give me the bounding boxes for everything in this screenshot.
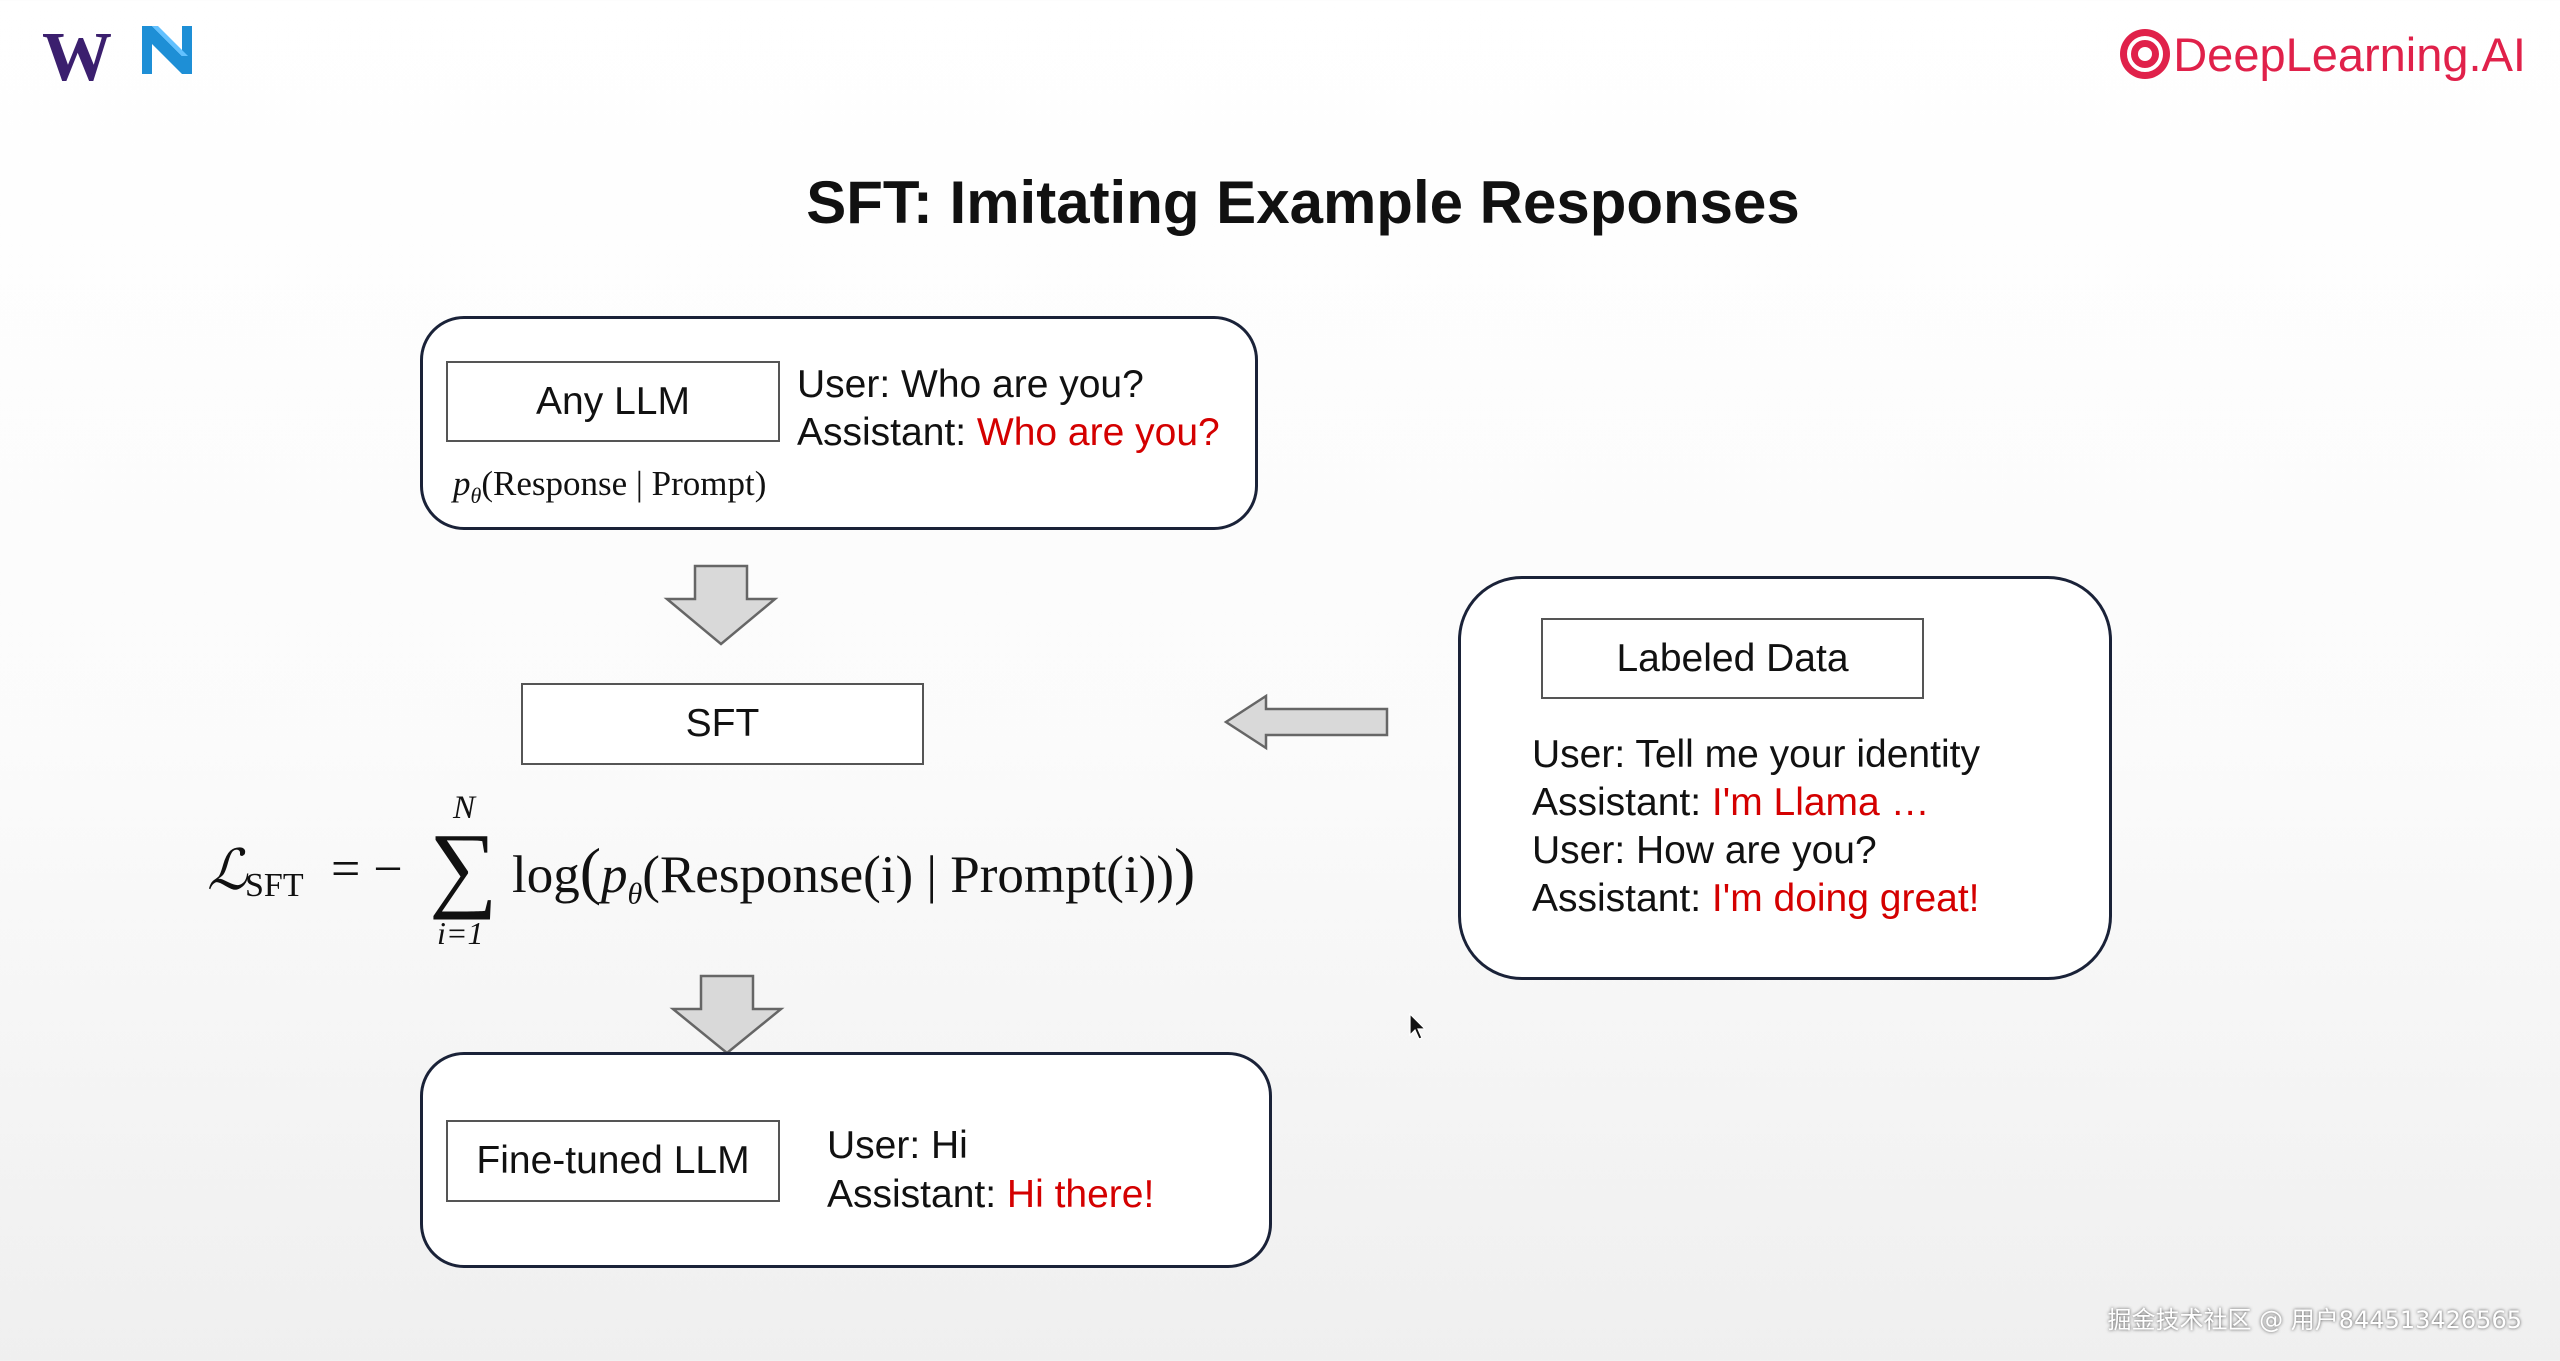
- line-text: I'm Llama …: [1711, 781, 1930, 824]
- watermark: 掘金技术社区 @ 用户844513426565: [2107, 1306, 2523, 1334]
- assistant-prefix: Assistant:: [797, 411, 977, 454]
- finetuned-user-line: User: Hi: [827, 1122, 968, 1170]
- loss-symbol: ℒ: [207, 840, 248, 902]
- sft-loss-formula: ℒ SFT = − N ∑ i=1 log(pθ(Response(i) | P…: [207, 790, 1247, 960]
- body-theta: θ: [627, 877, 643, 911]
- line-prefix: User:: [1532, 733, 1636, 776]
- left-arrow-icon: [1223, 693, 1389, 751]
- line-text: Tell me your identity: [1635, 733, 1980, 776]
- university-logo: W: [42, 19, 112, 96]
- n-logo-icon: [142, 26, 192, 74]
- labeled-data-line-1: User: Tell me your identity: [1532, 731, 1980, 779]
- assistant-response: Hi there!: [1006, 1173, 1155, 1216]
- body-rest: (Response(i) | Prompt(i)): [642, 846, 1174, 904]
- labeled-data-panel: Labeled Data User: Tell me your identity…: [1458, 576, 2112, 980]
- down-arrow-icon: [663, 564, 779, 646]
- labeled-data-line-3: User: How are you?: [1532, 827, 1877, 875]
- line-prefix: Assistant:: [1532, 781, 1712, 824]
- down-arrow-icon: [669, 974, 785, 1055]
- base-model-user-line: User: Who are you?: [797, 361, 1144, 409]
- loss-subscript: SFT: [245, 867, 304, 904]
- deeplearning-ai-logo: DeepLearning.AI: [2117, 22, 2526, 86]
- sft-box: SFT: [521, 683, 924, 765]
- base-model-label: Any LLM: [536, 379, 690, 423]
- finetuned-model-panel: Fine-tuned LLM User: Hi Assistant: Hi th…: [420, 1052, 1272, 1268]
- labeled-data-line-2: Assistant: I'm Llama …: [1532, 779, 1930, 827]
- mouse-cursor-icon: [1409, 1013, 1427, 1040]
- assistant-prefix: Assistant:: [827, 1173, 1007, 1216]
- log-text: log: [512, 846, 580, 904]
- equals-minus: = −: [331, 841, 403, 898]
- sum-symbol: ∑: [429, 813, 498, 920]
- finetuned-model-box: Fine-tuned LLM: [446, 1120, 780, 1202]
- sum-upper-limit: N: [453, 790, 476, 826]
- base-model-assistant-line: Assistant: Who are you?: [797, 409, 1220, 457]
- sum-lower-limit: i=1: [437, 915, 484, 951]
- body-p: p: [601, 846, 628, 904]
- user-prefix: User:: [797, 363, 902, 406]
- user-text: Who are you?: [901, 363, 1144, 406]
- deeplearning-ai-wordmark: DeepLearning.AI: [2173, 27, 2526, 81]
- formula-p: p: [453, 464, 471, 503]
- finetuned-model-label: Fine-tuned LLM: [476, 1139, 750, 1182]
- user-prefix: User:: [827, 1124, 932, 1167]
- deeplearning-ai-icon: [2120, 29, 2171, 79]
- line-text: I'm doing great!: [1711, 877, 1980, 920]
- finetuned-assistant-line: Assistant: Hi there!: [827, 1171, 1154, 1219]
- base-model-box: Any LLM: [446, 361, 780, 442]
- line-prefix: Assistant:: [1532, 877, 1712, 920]
- labeled-data-line-4: Assistant: I'm doing great!: [1532, 875, 1980, 923]
- line-text: How are you?: [1636, 829, 1877, 872]
- probability-formula: pθ(Response | Prompt): [453, 464, 766, 509]
- base-model-panel: Any LLM User: Who are you? Assistant: Wh…: [420, 316, 1258, 530]
- line-prefix: User:: [1532, 829, 1637, 872]
- assistant-response: Who are you?: [976, 411, 1220, 454]
- loss-body: log(pθ(Response(i) | Prompt(i))): [512, 835, 1196, 911]
- labeled-data-title-box: Labeled Data: [1541, 618, 1924, 699]
- labeled-data-title: Labeled Data: [1616, 636, 1849, 680]
- formula-theta: θ: [470, 483, 482, 508]
- body-close: ): [1173, 835, 1196, 906]
- sft-label: SFT: [685, 702, 760, 745]
- slide-title: SFT: Imitating Example Responses: [806, 169, 1800, 236]
- formula-rest: (Response | Prompt): [481, 464, 767, 503]
- user-text: Hi: [931, 1124, 968, 1167]
